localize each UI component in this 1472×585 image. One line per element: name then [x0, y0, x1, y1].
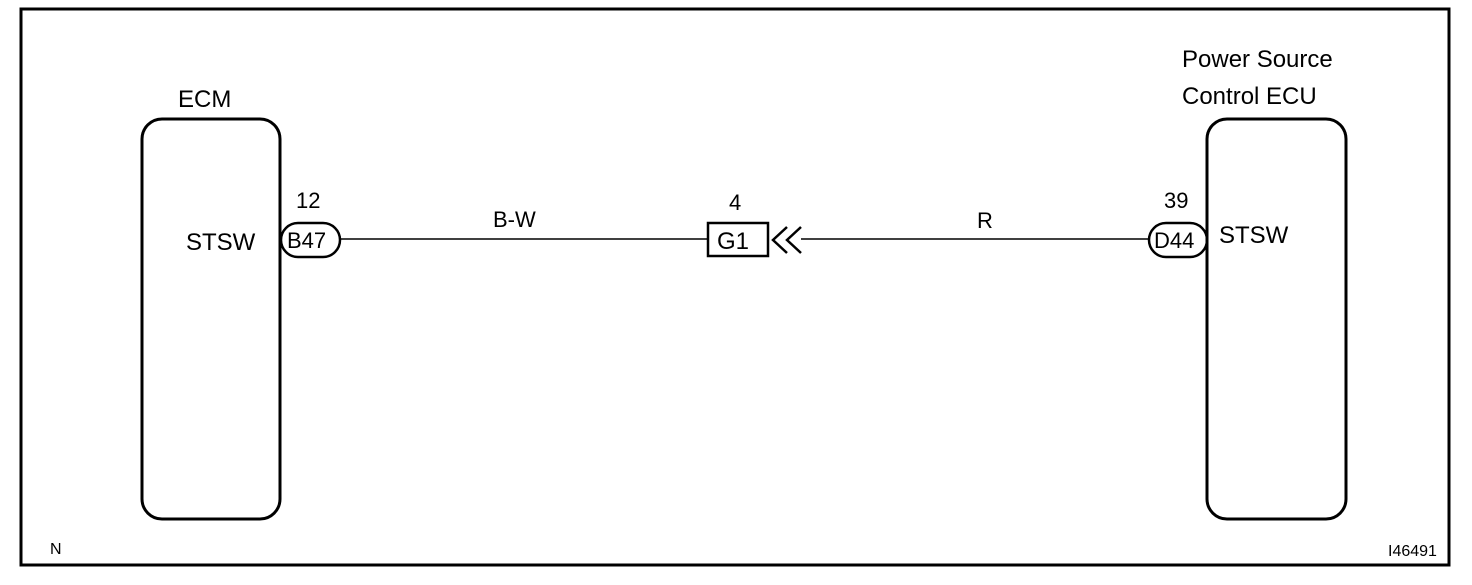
ecm-terminal-name: STSW — [186, 229, 256, 256]
ecu-terminal-name: STSW — [1219, 222, 1289, 249]
ecm-connector-label: B47 — [287, 228, 326, 253]
ecm-box — [140, 117, 282, 521]
ecu-title-line2: Control ECU — [1182, 83, 1317, 110]
ecu-title-line1: Power Source — [1182, 46, 1333, 73]
wire-right-color: R — [977, 208, 993, 233]
wire-left-color: B-W — [493, 207, 536, 232]
junction-connector — [706, 221, 770, 258]
diagram-frame — [19, 7, 1451, 567]
connector-chevron-icon — [771, 226, 802, 254]
junction-pin-number: 4 — [729, 190, 741, 215]
figure-id: I46491 — [1388, 543, 1437, 560]
ecu-connector-label: D44 — [1154, 228, 1194, 253]
ecu-pin-number: 39 — [1164, 188, 1188, 213]
ecm-pin-number: 12 — [296, 188, 320, 213]
ecm-title: ECM — [178, 86, 231, 113]
ecu-box — [1205, 117, 1348, 521]
footer-left-mark: N — [50, 541, 62, 558]
junction-connector-label: G1 — [717, 228, 749, 255]
ecm-connector — [279, 221, 342, 259]
